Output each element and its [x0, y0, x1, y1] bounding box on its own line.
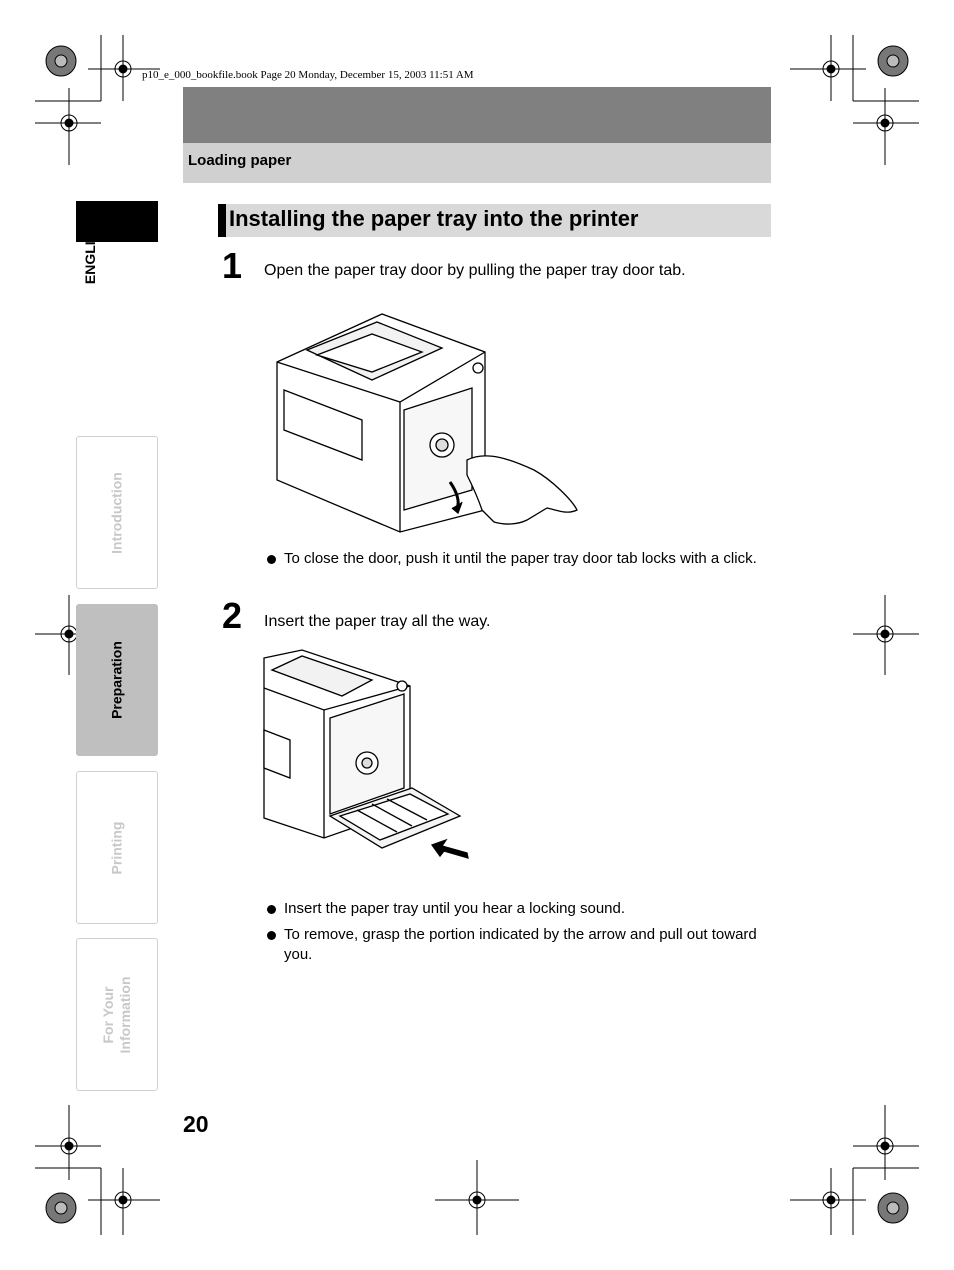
- section-label: Loading paper: [188, 152, 292, 169]
- heading-bar: [218, 204, 771, 237]
- tab-for-your-information-label: For Your Information: [100, 976, 134, 1053]
- step-2-bullet-1: Insert the paper tray until you hear a l…: [284, 900, 626, 917]
- page-title: Installing the paper tray into the print…: [229, 206, 639, 231]
- tab-preparation-label: Preparation: [108, 641, 125, 719]
- tab-preparation[interactable]: Preparation: [76, 604, 158, 756]
- file-header: p10_e_000_bookfile.book Page 20 Monday, …: [142, 69, 474, 81]
- step-1-number: 1: [222, 245, 243, 286]
- language-label: ENGLISH: [82, 221, 98, 285]
- tab-for-your-information-line2: Information: [117, 976, 133, 1053]
- page-number: 20: [183, 1111, 209, 1137]
- step-1-bullet-dot: [267, 555, 276, 564]
- step-2-bullet-2: To remove, grasp the portion indicated b…: [284, 926, 757, 963]
- section-band: [183, 143, 771, 183]
- step-2-number: 2: [222, 595, 243, 636]
- step-2-text: Insert the paper tray all the way.: [264, 613, 491, 630]
- tab-introduction[interactable]: Introduction: [76, 436, 158, 589]
- paper-tray-insert-illustration: [263, 649, 469, 859]
- step-1-text: Open the paper tray door by pulling the …: [264, 262, 686, 279]
- tab-printing-label: Printing: [108, 821, 125, 874]
- tab-for-your-information-line1: For Your: [100, 985, 116, 1044]
- language-block: [76, 201, 158, 242]
- tab-introduction-label: Introduction: [108, 471, 125, 554]
- tab-for-your-information[interactable]: For Your Information: [76, 938, 158, 1091]
- step-2-bullet-1-dot: [267, 905, 276, 914]
- tab-printing[interactable]: Printing: [76, 771, 158, 924]
- printer-door-illustration: [276, 313, 578, 533]
- step-2-bullet-2-dot: [267, 931, 276, 940]
- header-band: [183, 87, 771, 143]
- step-1-bullet-1: To close the door, push it until the pap…: [284, 550, 757, 567]
